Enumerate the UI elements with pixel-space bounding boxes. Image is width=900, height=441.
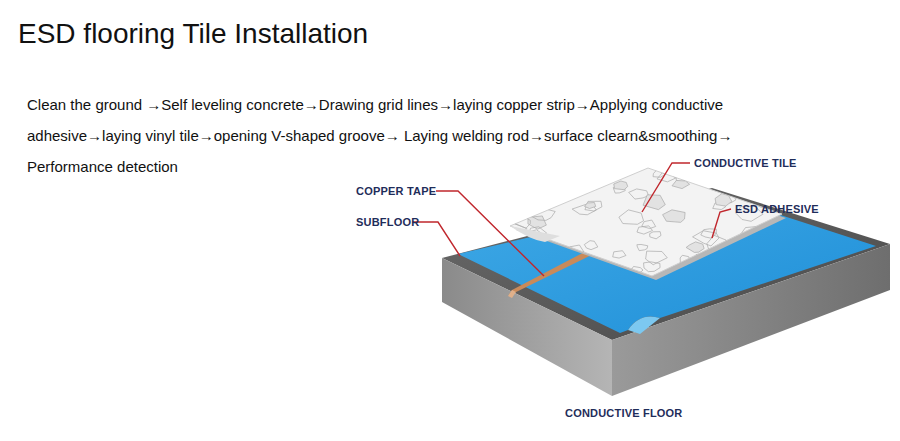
marble-chip [672, 180, 690, 188]
marble-chip [539, 166, 549, 173]
marble-chip [585, 201, 602, 211]
marble-chip [593, 168, 610, 179]
marble-chip [646, 251, 668, 265]
marble-chip [731, 245, 752, 256]
marble-chip [553, 170, 578, 181]
marble-chip [569, 172, 590, 186]
marble-chip [680, 255, 690, 263]
marble-chip [642, 220, 656, 228]
marble-chip [585, 203, 596, 209]
leader-lines [412, 163, 731, 276]
marble-chip [631, 266, 643, 274]
marble-chip [544, 259, 559, 268]
conductive-tile [510, 168, 782, 276]
adhesive-curl [628, 317, 660, 335]
marble-chip [686, 242, 704, 253]
marble-chip [534, 187, 550, 197]
marble-chip [643, 195, 665, 210]
marble-chip [579, 161, 597, 173]
marble-chip [650, 232, 661, 239]
tile-marble-pattern [501, 161, 784, 284]
tile-peel [510, 226, 560, 242]
marble-chip [551, 170, 563, 175]
marble-chip [759, 184, 772, 191]
marble-chip [699, 256, 720, 267]
marble-chip [530, 208, 555, 221]
marble-chip [547, 249, 577, 263]
page-title: ESD flooring Tile Installation [18, 18, 368, 50]
marble-chip [613, 251, 626, 258]
callout-label: CONDUCTIVE TILE [694, 157, 797, 169]
marble-chip [501, 179, 525, 192]
marble-chip [531, 188, 544, 196]
marble-chip [601, 178, 611, 184]
marble-chip [730, 172, 744, 178]
marble-chip [619, 210, 644, 224]
marble-chip [515, 217, 530, 228]
marble-chip [653, 169, 665, 177]
marble-chip [611, 167, 622, 173]
marble-chip [567, 245, 584, 255]
marble-chip [738, 227, 761, 244]
marble-chip [751, 273, 762, 279]
marble-chip [707, 235, 728, 254]
marble-chip [557, 268, 578, 284]
leader-line [642, 163, 690, 212]
marble-chip [564, 182, 580, 193]
leader-line [436, 191, 544, 276]
callout-label: COPPER TAPE [356, 185, 436, 197]
marble-chip [614, 181, 628, 190]
marble-chip [689, 269, 703, 278]
marble-chip [740, 268, 760, 280]
marble-chip [520, 168, 537, 181]
callout-label: CONDUCTIVE FLOOR [565, 407, 682, 419]
marble-chip [663, 210, 685, 223]
marble-chip [629, 189, 649, 199]
marble-chip [715, 194, 732, 206]
marble-chip [545, 166, 572, 181]
marble-chip [637, 244, 648, 250]
marble-chip [508, 200, 523, 211]
marble-chip [584, 241, 597, 250]
marble-chip [694, 254, 711, 263]
marble-chip [696, 255, 710, 263]
leader-line [712, 209, 731, 238]
copper-tape-end [508, 290, 516, 298]
marble-chip [546, 170, 570, 184]
callout-label: SUBFLOOR [356, 216, 419, 228]
callout-label: ESD ADHESIVE [735, 203, 819, 215]
